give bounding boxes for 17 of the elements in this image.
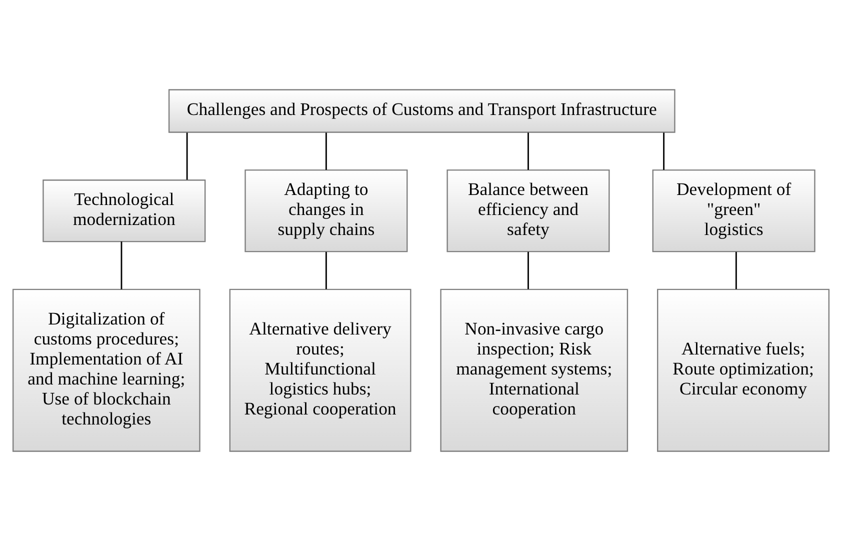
node-box: Alternative delivery routes; Multifunctional logistics hubs; Regional cooperation: [229, 288, 412, 452]
connector: [120, 241, 122, 289]
connector: [528, 251, 529, 289]
node-box: Non-invasive cargo inspection; Risk management systems; International cooperation: [440, 288, 628, 452]
node-box: Alternative fuels; Route optimization; Circular economy: [657, 288, 830, 452]
node-box: Development of "green" logistics: [652, 168, 816, 252]
connector: [663, 132, 665, 170]
connector: [325, 132, 327, 170]
connector: [325, 251, 327, 289]
connector: [186, 132, 188, 180]
connector: [735, 251, 737, 289]
node-box: Digitalization of customs procedures; Implementation of AI and machine learning; Use of blockchain technologies: [12, 288, 200, 452]
connector: [528, 132, 529, 170]
node-box: Technological modernization: [42, 179, 206, 242]
node-box: Balance between efficiency and safety: [446, 168, 610, 252]
node-box: Adapting to changes in supply chains: [244, 168, 408, 252]
node-box: Challenges and Prospects of Customs and Transport Infrastructure: [168, 88, 676, 132]
